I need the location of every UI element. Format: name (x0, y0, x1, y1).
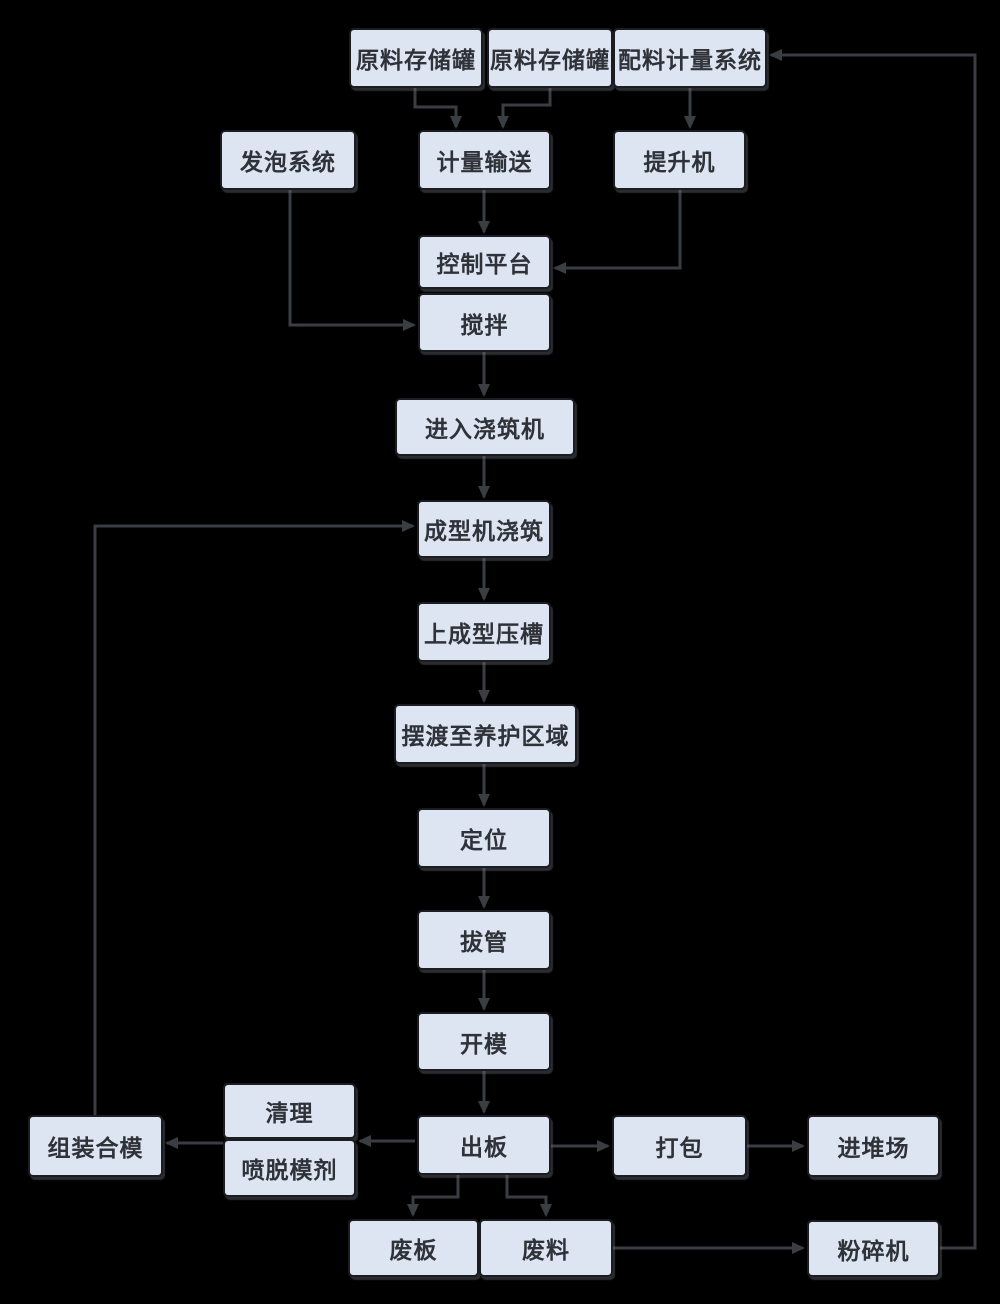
edge-foaming-mixing (288, 190, 416, 331)
node-positioning: 定位 (417, 808, 551, 868)
node-stack-yard: 进堆场 (807, 1115, 940, 1177)
node-enter-pouring: 进入浇筑机 (395, 398, 575, 456)
node-cleaning: 清理 (223, 1083, 356, 1139)
edge-boardout-wastematerial (505, 1175, 552, 1217)
node-raw-tank-1: 原料存储罐 (349, 28, 483, 88)
node-waste-board: 废板 (348, 1219, 479, 1277)
node-board-out: 出板 (417, 1115, 551, 1175)
node-press-groove: 上成型压槽 (417, 602, 551, 662)
edge-hoist-control (553, 190, 682, 274)
node-assemble-mold: 组装合模 (28, 1115, 163, 1177)
node-forming-pour: 成型机浇筑 (417, 500, 551, 558)
node-mold-open: 开模 (417, 1012, 551, 1071)
node-metering-conveyor: 计量输送 (418, 130, 551, 190)
edge-crusher-batching (769, 49, 977, 1250)
edge-tank2-metering (497, 88, 552, 129)
node-spray-release: 喷脱模剂 (223, 1139, 356, 1197)
node-crusher: 粉碎机 (807, 1220, 940, 1277)
node-mixing: 搅拌 (418, 293, 551, 352)
node-control-platform: 控制平台 (418, 235, 551, 289)
edge-boardout-wasteboard (407, 1175, 460, 1217)
node-hoist: 提升机 (613, 130, 746, 190)
node-foaming-system: 发泡系统 (220, 130, 356, 190)
node-tube-pulling: 拔管 (417, 910, 551, 970)
node-waste-material: 废料 (479, 1219, 613, 1277)
edge-assemble-forming (93, 520, 415, 1115)
node-ferry-curing: 摆渡至养护区域 (394, 704, 577, 764)
node-raw-tank-2: 原料存储罐 (487, 28, 613, 88)
node-batching-system: 配料计量系统 (613, 28, 767, 88)
node-packing: 打包 (612, 1115, 747, 1177)
edge-tank1-metering (413, 88, 462, 129)
